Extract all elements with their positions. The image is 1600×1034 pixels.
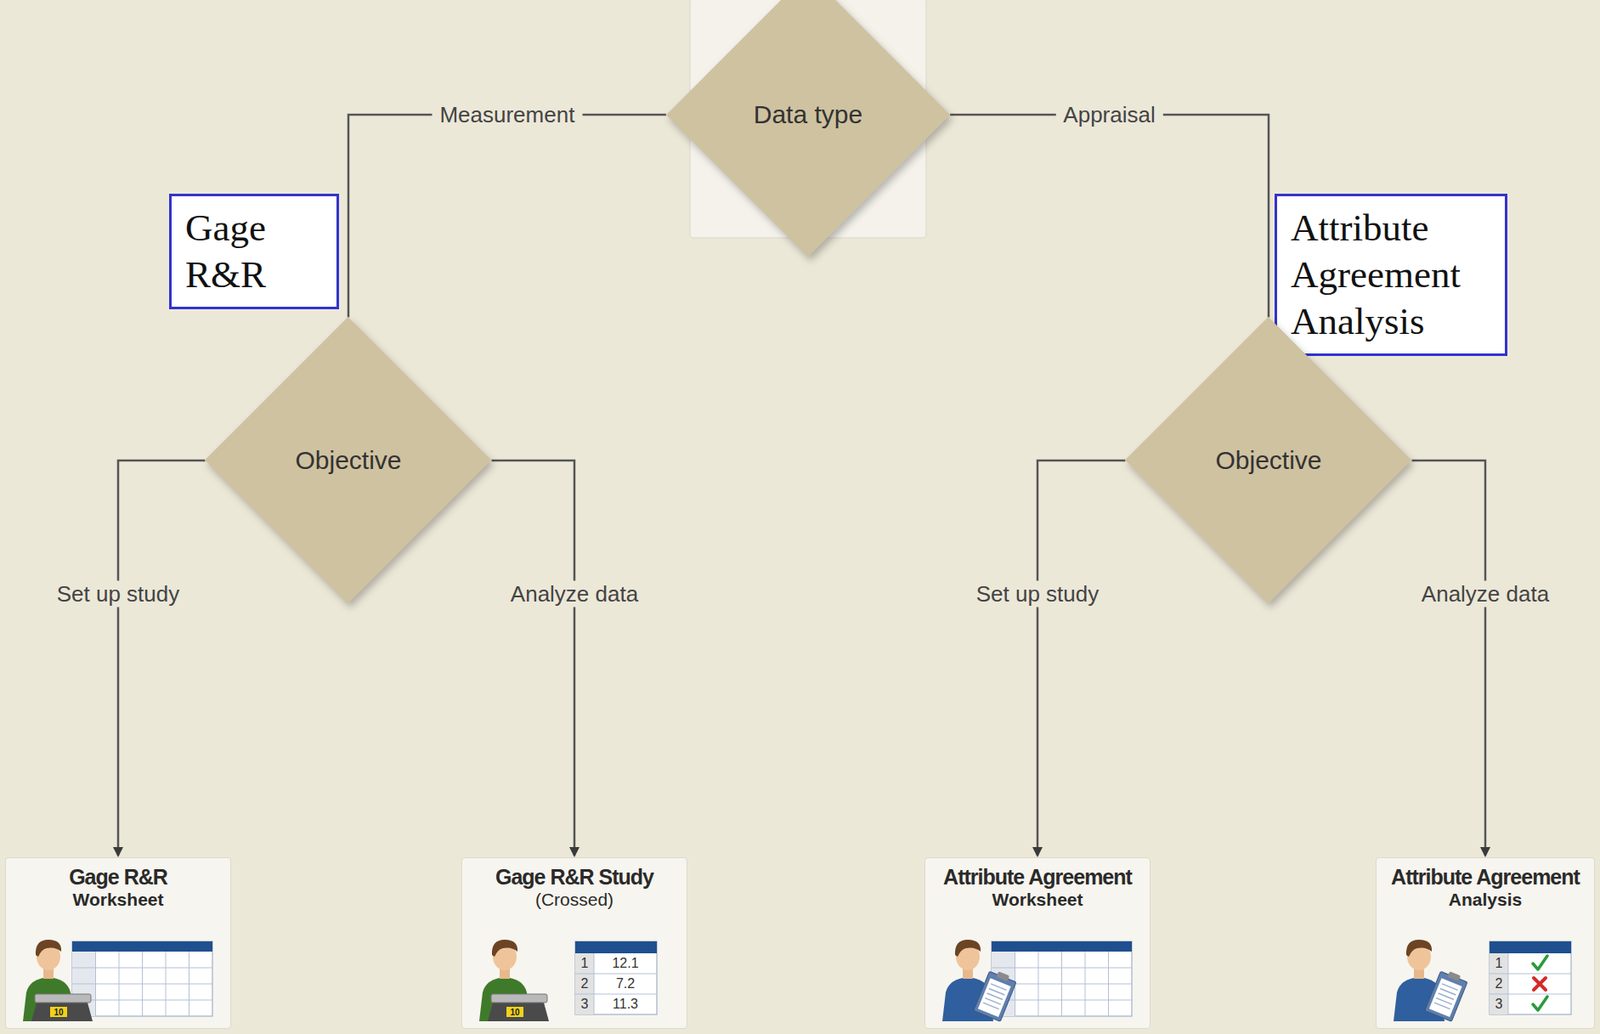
card-title: Attribute Agreement bbox=[1376, 865, 1595, 890]
connector bbox=[1412, 460, 1486, 856]
connector bbox=[348, 114, 667, 317]
connector bbox=[949, 114, 1269, 317]
connector bbox=[1037, 460, 1126, 856]
edge-label: Measurement bbox=[431, 101, 583, 129]
card-subtitle: (Crossed) bbox=[462, 889, 687, 911]
table-cell: 11.3 bbox=[612, 996, 639, 1013]
edge-label: Set up study bbox=[49, 581, 188, 608]
edge-label: Set up study bbox=[968, 581, 1108, 608]
card-title: Attribute Agreement bbox=[925, 865, 1150, 890]
table-cell: 3 bbox=[1495, 996, 1504, 1013]
edge-label: Analyze data bbox=[503, 581, 646, 608]
tool-card: Attribute AgreementAnalysis 1 2 3 bbox=[1375, 857, 1595, 1029]
table-cell: 2 bbox=[581, 976, 589, 992]
diamond-label: Data type bbox=[666, 100, 950, 130]
scale-display: 10 bbox=[53, 1007, 63, 1018]
connector bbox=[118, 460, 205, 856]
tool-card: Attribute AgreementWorksheet bbox=[924, 857, 1151, 1029]
card-title: Gage R&R bbox=[5, 865, 231, 890]
annotation-text: Attribute Agreement Analysis bbox=[1290, 204, 1492, 345]
card-subtitle: Worksheet bbox=[925, 889, 1150, 911]
edge-label: Appraisal bbox=[1055, 101, 1163, 129]
annotation-box: Attribute Agreement Analysis bbox=[1274, 193, 1508, 357]
scale-display: 10 bbox=[509, 1007, 520, 1018]
decision-diamond: Data type bbox=[666, 0, 950, 257]
diamond-label: Objective bbox=[1125, 446, 1412, 475]
tool-card: Gage R&RWorksheet 10 bbox=[5, 857, 232, 1029]
table-cell: 1 bbox=[1495, 955, 1504, 972]
table-cell: 1 bbox=[581, 955, 589, 972]
diamond-shape bbox=[666, 0, 950, 257]
card-subtitle: Analysis bbox=[1376, 889, 1595, 911]
table-cell: 3 bbox=[581, 996, 589, 1013]
diamond-label: Objective bbox=[204, 446, 492, 475]
annotation-box: Gage R&R bbox=[169, 193, 340, 310]
annotation-text: Gage R&R bbox=[185, 204, 323, 299]
table-cell: 7.2 bbox=[616, 976, 635, 992]
table-cell: 12.1 bbox=[611, 955, 639, 972]
decision-diamond: Objective bbox=[1125, 316, 1412, 604]
edge-label: Analyze data bbox=[1413, 581, 1557, 608]
connector bbox=[491, 460, 575, 856]
card-subtitle: Worksheet bbox=[5, 889, 231, 911]
decision-diamond: Objective bbox=[204, 316, 492, 604]
card-title: Gage R&R Study bbox=[462, 865, 687, 890]
tool-card: Gage R&R Study(Crossed) 10 1 12.1 2 7.2 3 11.3 bbox=[461, 857, 688, 1029]
table-cell: 2 bbox=[1495, 976, 1504, 992]
